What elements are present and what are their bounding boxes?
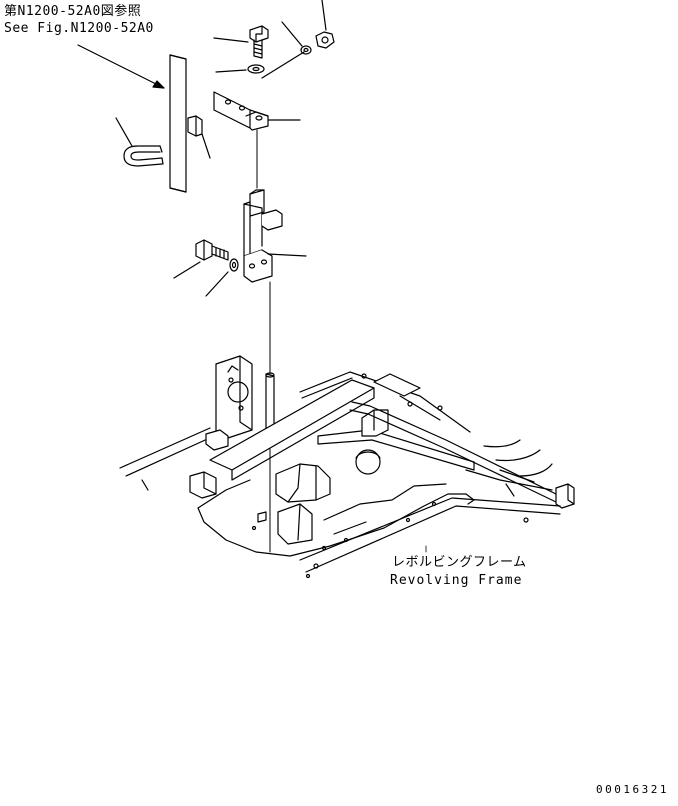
revolving-frame: [120, 356, 574, 578]
lower-bracket: [244, 190, 306, 282]
reference-leader-arrow: [78, 45, 164, 88]
document-number: 00016321: [596, 783, 669, 796]
reference-english-label: See Fig.N1200-52A0: [4, 21, 154, 36]
reference-japanese-label: 第N1200-52A0図参照: [4, 4, 142, 19]
upper-bracket: [214, 52, 304, 130]
upper-washer: [216, 65, 264, 73]
lower-bolt: [174, 240, 228, 278]
lower-washer: [206, 259, 238, 296]
vertical-post: [170, 55, 186, 192]
nut: [316, 0, 334, 48]
upper-bolt: [214, 26, 268, 58]
u-bolt: [116, 118, 163, 166]
nut-washer: [282, 22, 311, 54]
frame-japanese-label: レボルビングフレーム: [392, 555, 527, 570]
clip-part: [188, 116, 210, 158]
frame-english-label: Revolving Frame: [390, 573, 523, 588]
